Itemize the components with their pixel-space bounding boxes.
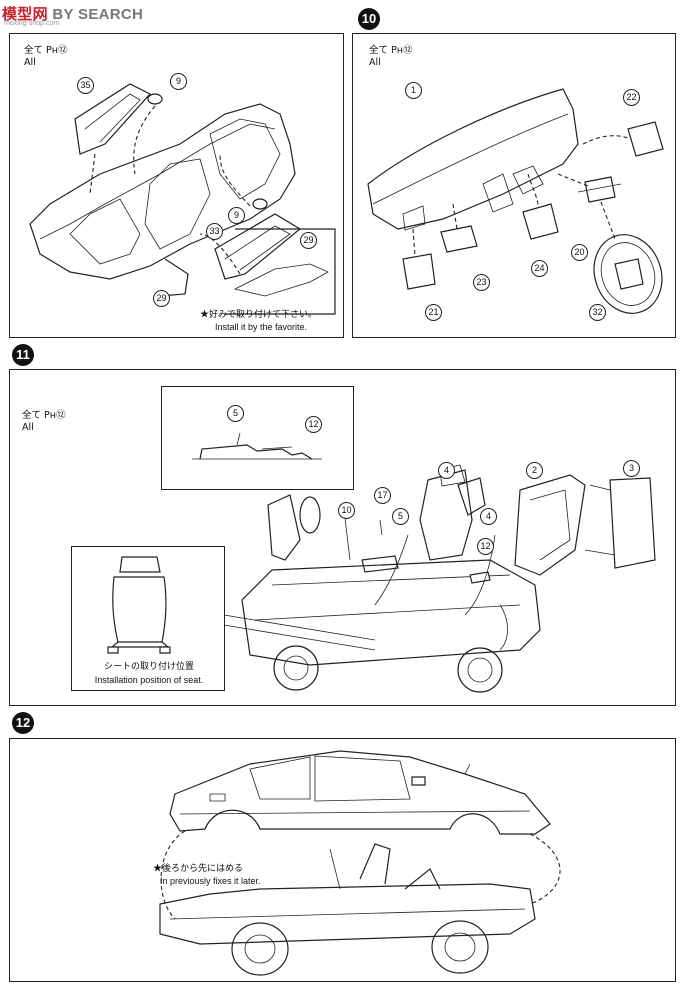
step-10-label-jp: 全て Pʜ⑫	[369, 45, 413, 56]
part-callout: 33	[206, 223, 223, 240]
step-9-note-jp: ★好みで取り付けて下さい。	[200, 309, 318, 319]
part-callout: 24	[531, 260, 548, 277]
part-callout: 4	[438, 462, 455, 479]
seat-note-jp: シートの取り付け位置	[103, 661, 194, 671]
console-inset: 5 12	[161, 386, 354, 490]
watermark-logo: 模型网 BY SEARCH	[2, 3, 143, 24]
part-callout: 5	[392, 508, 409, 525]
step-12-number: 12	[12, 712, 34, 734]
seat-note-en: Installation position of seat.	[94, 675, 204, 685]
step-11-label-jp: 全て Pʜ⑫	[22, 410, 66, 421]
step-9-panel: 全て Pʜ⑫ All 35 9 9 33 29 29 ★好みで取り付けて下さい。…	[9, 33, 344, 338]
step-11-label-en: All	[22, 422, 34, 433]
step-10-number: 10	[358, 8, 380, 30]
part-callout: 22	[623, 89, 640, 106]
part-callout: 9	[228, 207, 245, 224]
step-12-note-en: In previously fixes it later.	[160, 876, 261, 886]
part-callout: 2	[526, 462, 543, 479]
step-10-illustration	[367, 88, 664, 314]
step-11-panel: 全て Pʜ⑫ All 5 12 シートの取り付け位置 Installation …	[9, 369, 676, 706]
step-10-panel: 全て Pʜ⑫ All 1 22 20 24 23 21 32	[352, 33, 676, 338]
step-12-note-jp: ★後ろから先にはめる	[153, 863, 244, 873]
part-callout: 10	[338, 502, 355, 519]
part-callout: 9	[170, 73, 187, 90]
part-callout: 1	[405, 82, 422, 99]
watermark-logo-text: 模型网	[2, 6, 48, 23]
part-callout: 32	[589, 304, 606, 321]
part-callout: 12	[305, 416, 322, 433]
step-9-illustration	[29, 83, 336, 315]
step-10-label-en: All	[369, 57, 381, 68]
part-callout: 29	[300, 232, 317, 249]
watermark-search-text: BY SEARCH	[52, 6, 144, 23]
watermark-url: moxing-shop.com	[4, 20, 60, 27]
step-9-note-en: Install it by the favorite.	[215, 322, 308, 332]
part-callout: 4	[480, 508, 497, 525]
step-9-label-jp: 全て Pʜ⑫	[24, 45, 68, 56]
part-callout: 35	[77, 77, 94, 94]
part-callout: 23	[473, 274, 490, 291]
part-callout: 12	[477, 538, 494, 555]
part-callout: 17	[374, 487, 391, 504]
part-callout: 20	[571, 244, 588, 261]
step-9-label-en: All	[24, 57, 36, 68]
step-11-number: 11	[12, 344, 34, 366]
part-callout: 3	[623, 460, 640, 477]
part-callout: 5	[227, 405, 244, 422]
part-callout: 21	[425, 304, 442, 321]
step-12-panel: ★後ろから先にはめる In previously fixes it later.	[9, 738, 676, 982]
part-callout: 29	[153, 290, 170, 307]
seat-position-inset: シートの取り付け位置 Installation position of seat…	[71, 546, 225, 691]
step-12-illustration	[159, 750, 561, 976]
step-11-illustration	[223, 464, 656, 693]
